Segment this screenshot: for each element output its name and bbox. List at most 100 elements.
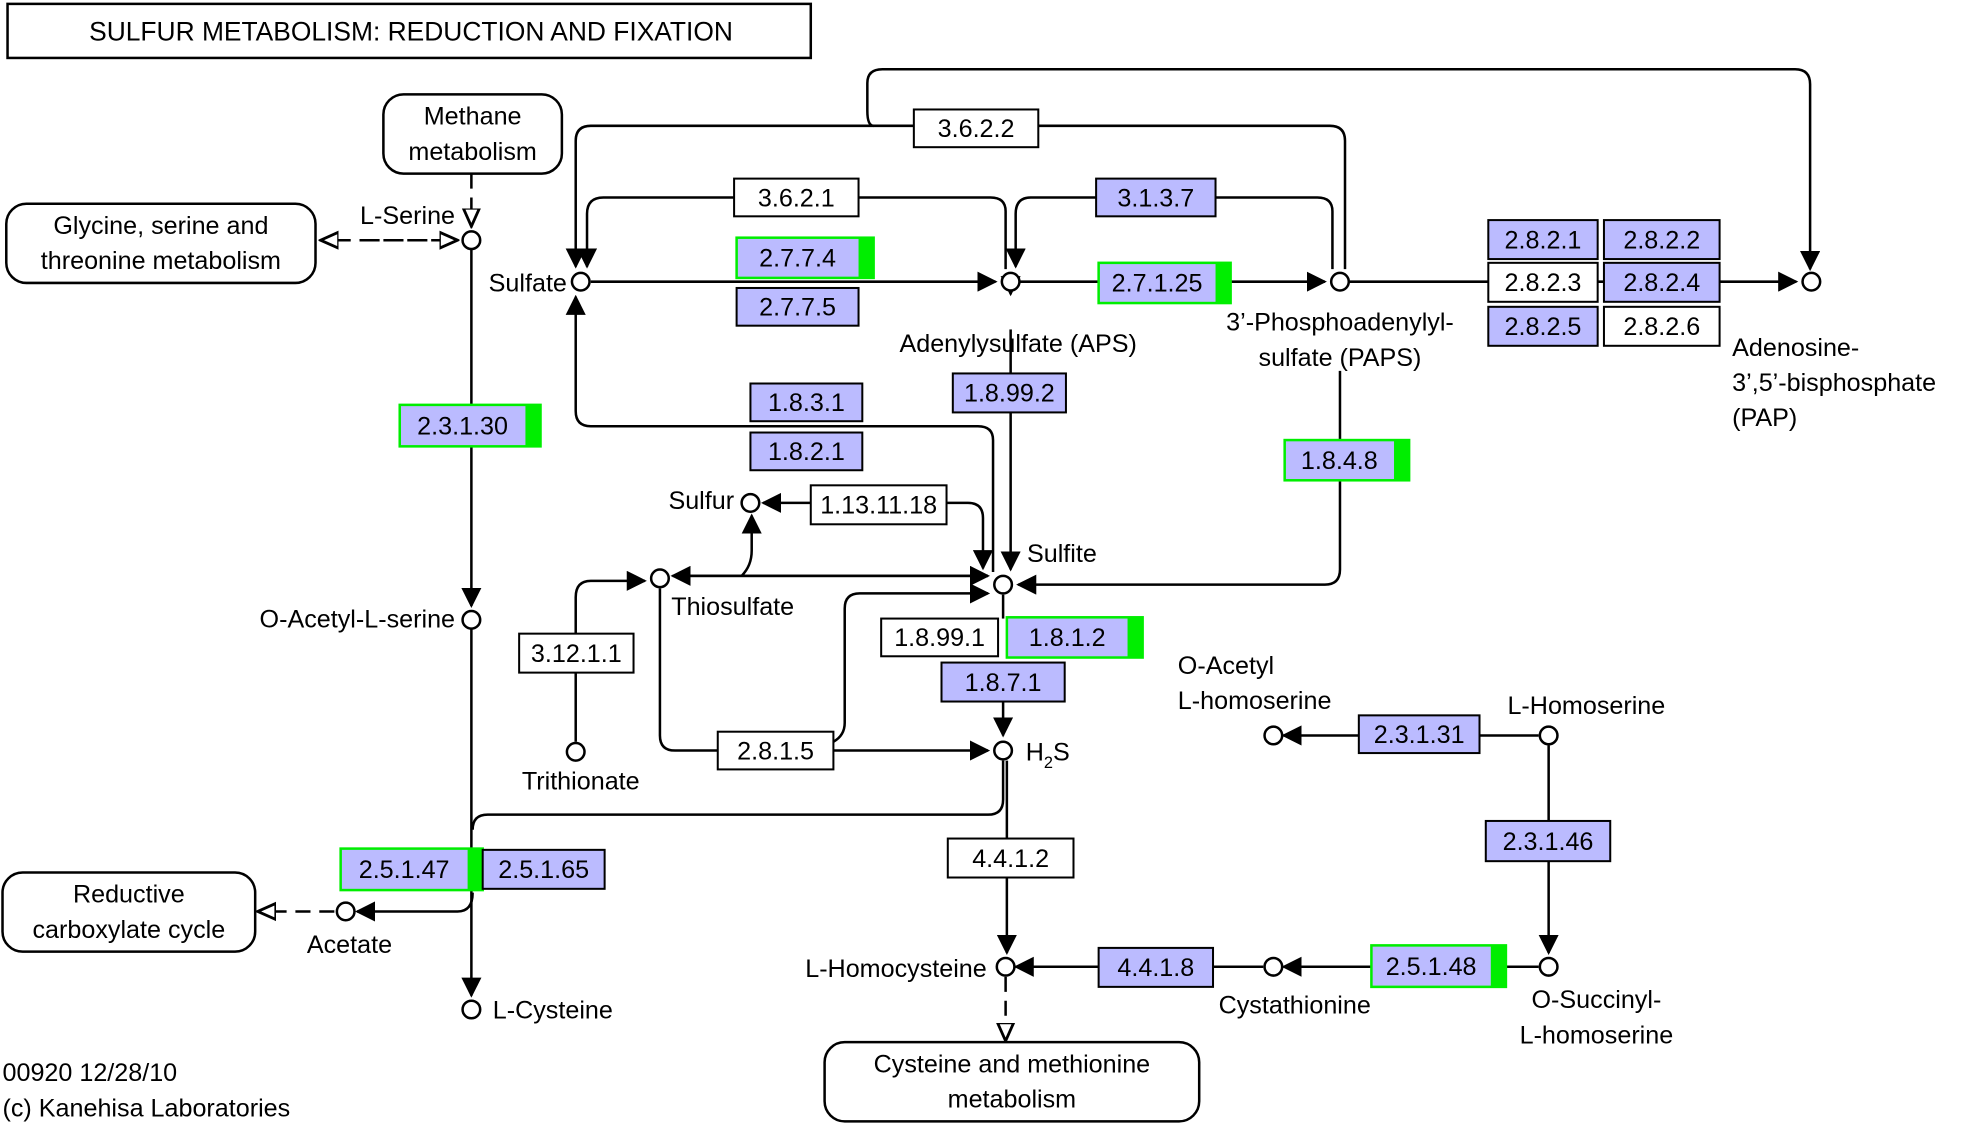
compound-acetate[interactable]: Acetate (307, 901, 392, 959)
compound-label: 3’,5’-bisphosphate (1732, 369, 1936, 397)
compound-l-cysteine[interactable]: L-Cysteine (461, 996, 613, 1024)
compound-o-succinyl-l-homoserine[interactable]: O-Succinyl-L-homoserine (1520, 956, 1674, 1049)
enzyme-2-8-2-1[interactable]: 2.8.2.1 (1487, 219, 1599, 261)
enzyme-4-4-1-2[interactable]: 4.4.1.2 (946, 837, 1075, 879)
enzyme-2-5-1-47[interactable]: 2.5.1.47 (339, 847, 484, 892)
reaction-edge (1016, 480, 1342, 595)
compound-label: L-homoserine (1178, 687, 1332, 715)
enzyme-1-8-2-1[interactable]: 1.8.2.1 (749, 431, 864, 472)
enzyme-1-8-3-1[interactable]: 1.8.3.1 (749, 382, 864, 423)
compound-label: sulfate (PAPS) (1259, 344, 1422, 372)
enzyme-3-6-2-2[interactable]: 3.6.2.2 (912, 108, 1040, 149)
compound-label: O-Acetyl (1178, 652, 1274, 680)
enzyme-label: 2.8.2.1 (1505, 226, 1582, 254)
map-link-label: Reductive (73, 881, 185, 909)
reaction-edge (471, 760, 1005, 830)
enzyme-3-1-3-7[interactable]: 3.1.3.7 (1095, 177, 1217, 218)
compound-pap[interactable]: Adenosine-3’,5’-bisphosphate(PAP) (1732, 271, 1936, 432)
enzyme-label: 2.8.2.4 (1623, 269, 1700, 297)
enzyme-2-3-1-31[interactable]: 2.3.1.31 (1357, 714, 1481, 755)
compound-label: (PAP) (1732, 404, 1797, 432)
compound-label: O-Succinyl- (1531, 986, 1661, 1014)
compound-sulfur[interactable]: Sulfur (668, 487, 761, 515)
enzyme-label: 2.7.1.25 (1112, 270, 1203, 298)
reaction-edge (576, 196, 735, 269)
enzyme-2-3-1-46[interactable]: 2.3.1.46 (1484, 819, 1612, 863)
map-link-label: Glycine, serine and (53, 212, 268, 240)
enzyme-label: 2.7.7.4 (759, 245, 836, 273)
compound-aps[interactable]: Adenylysulfate (APS) (899, 271, 1137, 358)
enzyme-label: 2.3.1.30 (417, 412, 508, 440)
enzyme-1-8-4-8[interactable]: 1.8.4.8 (1283, 438, 1411, 482)
reaction-edge (565, 124, 914, 269)
compound-label: Cystathionine (1219, 991, 1371, 1019)
enzyme-3-12-1-1[interactable]: 3.12.1.1 (518, 632, 635, 674)
compound-h2s[interactable]: H2S (993, 739, 1070, 773)
compound-label: Adenylysulfate (APS) (899, 330, 1136, 358)
enzyme-2-7-7-4[interactable]: 2.7.7.4 (735, 236, 875, 280)
compound-l-homoserine[interactable]: L-Homoserine (1507, 692, 1665, 746)
enzyme-boxes: 3.6.2.2 3.6.2.1 3.1.3.7 2.7.7.4 2.7.7.5 2.7.1… (339, 108, 1721, 989)
enzyme-label: 4.4.1.2 (972, 845, 1049, 873)
enzyme-2-5-1-48[interactable]: 2.5.1.48 (1370, 944, 1508, 989)
compound-cystathionine[interactable]: Cystathionine (1219, 956, 1371, 1019)
enzyme-1-8-99-2[interactable]: 1.8.99.2 (951, 372, 1067, 414)
map-title: SULFUR METABOLISM: REDUCTION AND FIXATIO… (6, 2, 813, 60)
enzyme-1-8-7-1[interactable]: 1.8.7.1 (940, 661, 1066, 703)
enzyme-label: 2.7.7.5 (759, 294, 836, 322)
enzyme-2-8-2-4[interactable]: 2.8.2.4 (1602, 261, 1721, 303)
enzyme-2-8-2-3[interactable]: 2.8.2.3 (1487, 261, 1599, 303)
compound-node-icon (995, 956, 1016, 977)
map-id-date: 00920 12/28/10 (3, 1059, 178, 1087)
compound-node-icon (461, 230, 482, 251)
highlight-bar (525, 404, 541, 447)
enzyme-4-4-1-8[interactable]: 4.4.1.8 (1097, 946, 1215, 988)
compound-l-serine[interactable]: L-Serine (360, 202, 482, 251)
enzyme-2-8-2-5[interactable]: 2.8.2.5 (1487, 305, 1599, 347)
compound-l-homocysteine[interactable]: L-Homocysteine (805, 955, 1016, 983)
compound-paps[interactable]: 3’-Phosphoadenylyl-sulfate (PAPS) (1226, 271, 1454, 372)
reaction-edge (574, 570, 647, 634)
enzyme-label: 1.8.7.1 (965, 669, 1042, 697)
compound-trithionate[interactable]: Trithionate (522, 741, 640, 796)
enzyme-label: 2.5.1.48 (1386, 953, 1477, 981)
compound-sulfate[interactable]: Sulfate (489, 270, 591, 298)
enzyme-label: 4.4.1.8 (1117, 954, 1194, 982)
enzyme-label: 1.8.2.1 (768, 438, 845, 466)
enzyme-2-8-1-5[interactable]: 2.8.1.5 (716, 730, 835, 771)
highlight-bar (858, 237, 874, 278)
compound-node-icon (461, 999, 482, 1020)
enzyme-label: 2.5.1.65 (498, 856, 589, 884)
compound-sulfite[interactable]: Sulfite (993, 540, 1097, 595)
enzyme-label: 2.8.2.2 (1623, 226, 1700, 254)
enzyme-1-8-1-2[interactable]: 1.8.1.2 (1005, 616, 1144, 659)
enzyme-1-8-99-1[interactable]: 1.8.99.1 (880, 617, 1000, 658)
compound-o-acetyl-l-serine[interactable]: O-Acetyl-L-serine (260, 605, 482, 633)
enzyme-2-8-2-2[interactable]: 2.8.2.2 (1602, 219, 1721, 261)
enzyme-2-7-7-5[interactable]: 2.7.7.5 (735, 286, 860, 327)
compound-label: Sulfite (1027, 540, 1097, 568)
enzyme-2-5-1-65[interactable]: 2.5.1.65 (481, 848, 606, 890)
enzyme-2-3-1-30[interactable]: 2.3.1.30 (398, 403, 542, 448)
reaction-edge (658, 588, 718, 752)
compound-thiosulfate[interactable]: Thiosulfate (649, 568, 794, 621)
enzyme-2-8-2-6[interactable]: 2.8.2.6 (1602, 305, 1721, 347)
compound-label: O-Acetyl-L-serine (260, 605, 455, 633)
enzyme-2-7-1-25[interactable]: 2.7.1.25 (1097, 261, 1232, 305)
highlight-bar (1394, 440, 1410, 481)
compound-node-icon (461, 609, 482, 630)
compound-label: Trithionate (522, 768, 640, 796)
copyright: (c) Kanehisa Laboratories (3, 1094, 291, 1122)
map-link-glycine[interactable]: Glycine, serine and threonine metabolism (5, 202, 317, 285)
compound-label: L-Homoserine (1507, 692, 1665, 720)
map-link-label: threonine metabolism (41, 247, 281, 275)
compound-node-icon (335, 901, 356, 922)
enzyme-3-6-2-1[interactable]: 3.6.2.1 (733, 177, 860, 218)
compound-label: Sulfate (489, 270, 567, 298)
enzyme-1-13-11-18[interactable]: 1.13.11.18 (809, 484, 948, 526)
